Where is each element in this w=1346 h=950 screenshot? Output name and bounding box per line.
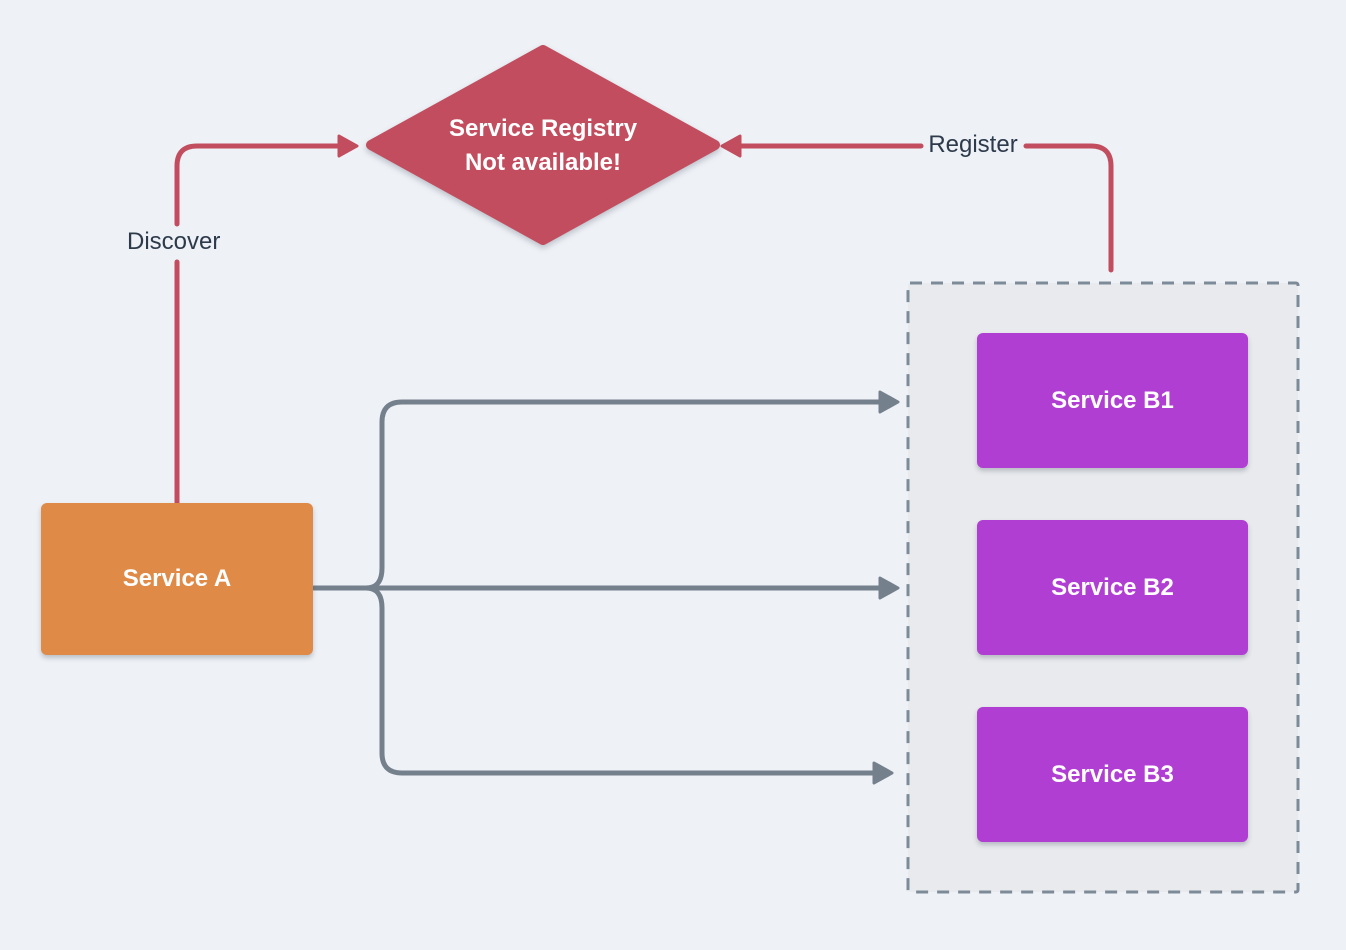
registry-label-line1: Service Registry <box>448 115 638 142</box>
node-service-b2: Service B2 <box>977 520 1248 655</box>
registry-node-label: Service Registry Not available! <box>383 112 703 180</box>
edge-register-arrowhead-icon <box>720 134 742 158</box>
edge-label-register: Register <box>928 131 1018 158</box>
edge-discover-line-upper <box>174 143 342 227</box>
edge-call-b2-arrowhead-icon <box>878 576 900 600</box>
edge-label-discover: Discover <box>127 228 221 255</box>
node-service-a: Service A <box>41 503 313 655</box>
node-service-a-label: Service A <box>122 565 232 592</box>
node-service-b3: Service B3 <box>977 707 1248 842</box>
edge-call-b1-line <box>363 399 883 591</box>
node-service-b1-label: Service B1 <box>1051 386 1174 414</box>
edge-call-b1-arrowhead-icon <box>878 390 900 414</box>
node-service-b1: Service B1 <box>977 333 1248 468</box>
registry-diamond-shape <box>366 45 720 245</box>
node-service-b2-label: Service B2 <box>1051 573 1174 601</box>
node-service-b3-label: Service B3 <box>1051 760 1174 788</box>
edge-register-line-right <box>1023 143 1114 273</box>
edge-discover-arrowhead-icon <box>337 134 359 158</box>
edge-call-b3-arrowhead-icon <box>872 761 894 785</box>
registry-label-line2: Not available! <box>464 149 622 176</box>
edge-call-b3-line <box>363 585 877 776</box>
